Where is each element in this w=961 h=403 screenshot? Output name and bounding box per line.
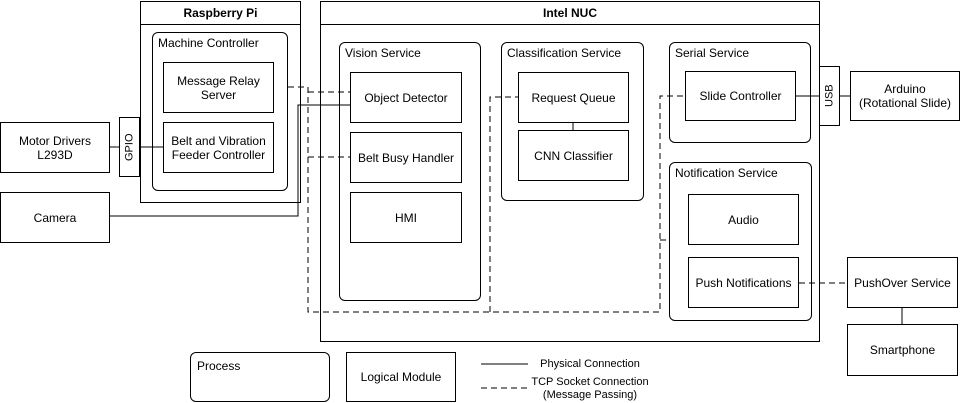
legend-logical-module-sample: Logical Module	[346, 352, 456, 402]
belt-vibration-feeder-module: Belt and Vibration Feeder Controller	[163, 122, 274, 173]
motor-drivers-box: Motor Drivers L293D	[0, 122, 110, 173]
message-relay-server-module: Message Relay Server	[163, 62, 274, 113]
hmi-module: HMI	[350, 192, 462, 243]
camera-to-object-detector-line	[110, 104, 350, 217]
raspberry-pi-title: Raspberry Pi	[141, 2, 300, 25]
push-notifications-module: Push Notifications	[688, 257, 799, 308]
cnn-classifier-module: CNN Classifier	[518, 130, 629, 181]
audio-module: Audio	[688, 194, 799, 245]
request-queue-module: Request Queue	[518, 72, 629, 123]
notification-service-title: Notification Service	[675, 166, 778, 180]
intel-nuc-title: Intel NUC	[321, 2, 819, 25]
camera-box: Camera	[0, 192, 110, 243]
legend-process-label: Process	[197, 359, 241, 373]
legend-tcp-label: TCP Socket Connection (Message Passing)	[531, 376, 649, 401]
classification-service-title: Classification Service	[507, 46, 622, 60]
gpio-port: GPIO	[119, 117, 140, 177]
vision-service-title: Vision Service	[345, 46, 421, 60]
serial-service-title: Serial Service	[675, 46, 750, 60]
tcp-request-queue-line	[489, 96, 518, 312]
object-detector-module: Object Detector	[350, 72, 462, 123]
legend-process-sample: Process	[190, 352, 330, 402]
tcp-bus-line	[288, 86, 685, 313]
pushover-service-box: PushOver Service	[847, 257, 958, 308]
arduino-box: Arduino (Rotational Slide)	[850, 71, 960, 121]
usb-port: USB	[819, 66, 840, 126]
machine-controller-title: Machine Controller	[158, 36, 259, 50]
smartphone-box: Smartphone	[847, 324, 958, 376]
belt-busy-handler-module: Belt Busy Handler	[350, 132, 462, 183]
slide-controller-module: Slide Controller	[685, 71, 796, 121]
legend-physical-label: Physical Connection	[540, 358, 640, 370]
